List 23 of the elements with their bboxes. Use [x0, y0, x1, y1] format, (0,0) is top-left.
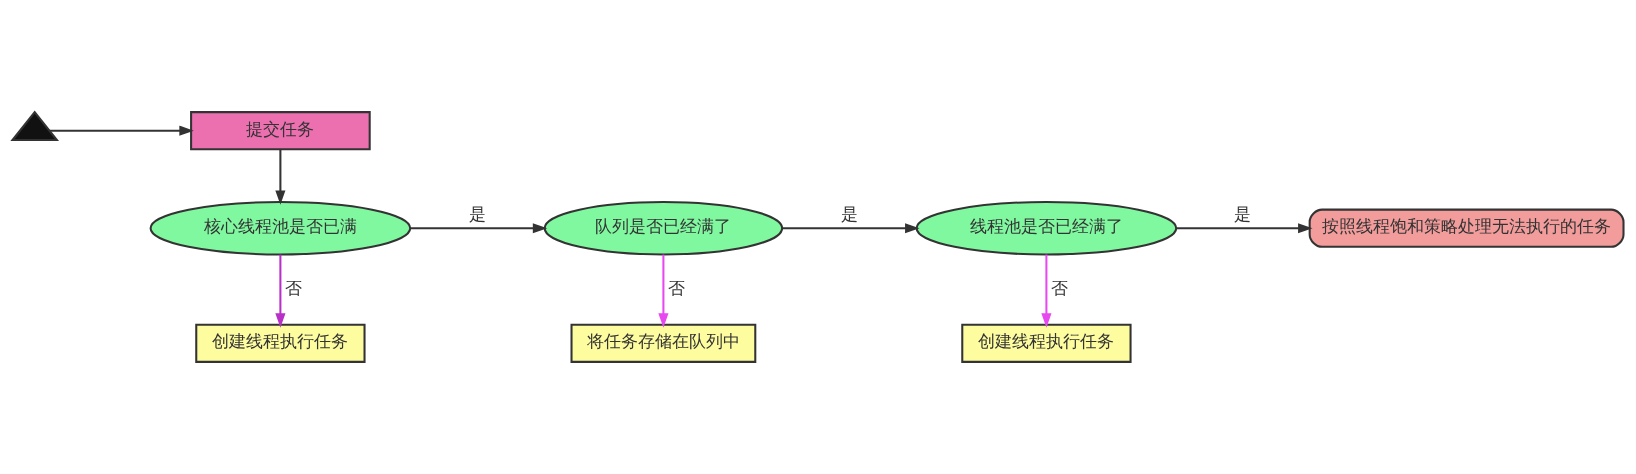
node-box: 按照线程饱和策略处理无法执行的任务: [1308, 208, 1625, 248]
node-person: [10, 110, 59, 142]
edge-label: 否: [1050, 278, 1068, 298]
node-ellipse: 核心线程池是否已满: [149, 200, 412, 256]
arrow: [275, 254, 286, 328]
arrow: [410, 223, 548, 234]
arrow: [658, 254, 669, 328]
node-ellipse: 队列是否已经满了: [543, 200, 784, 256]
arrow: [49, 125, 194, 136]
edge-label: 是: [1234, 204, 1252, 224]
node-box: 创建线程执行任务: [195, 323, 366, 363]
node-box: 将任务存储在队列中: [570, 323, 757, 363]
edge-label: 是: [468, 204, 486, 224]
arrow: [782, 223, 920, 234]
arrow: [275, 149, 286, 205]
arrow: [1041, 254, 1052, 328]
node-ellipse: 线程池是否已经满了: [915, 200, 1178, 256]
edge-label: 否: [667, 278, 685, 298]
node-box: 提交任务: [190, 111, 371, 151]
node-box: 创建线程执行任务: [961, 323, 1132, 363]
arrow: [1176, 223, 1313, 234]
edge-label: 否: [284, 278, 302, 298]
edge-label: 是: [840, 204, 858, 224]
